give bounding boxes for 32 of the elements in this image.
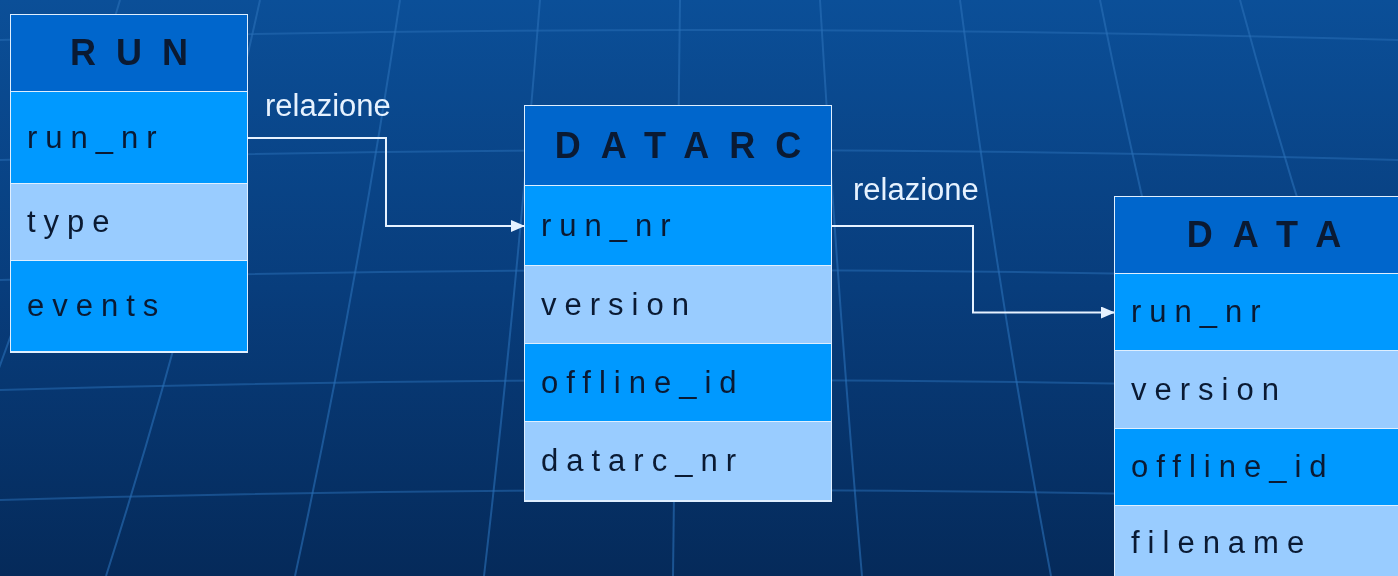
edge-label: relazione — [265, 88, 391, 124]
field-name: run_nr — [27, 119, 165, 156]
field-row — [1115, 274, 1398, 351]
field-name: version — [541, 286, 697, 323]
field-name: type — [27, 204, 118, 240]
field-name: filename — [1131, 525, 1313, 561]
field-name: events — [27, 288, 167, 324]
field-name: datarc_nr — [541, 443, 744, 479]
field-row — [525, 186, 831, 266]
field-row — [1115, 506, 1398, 576]
entity-table — [524, 105, 832, 502]
table-title: DATARC — [554, 124, 822, 167]
field-row — [1115, 351, 1398, 429]
table-title: DATA — [1186, 214, 1362, 256]
field-row — [11, 184, 247, 261]
field-row — [525, 266, 831, 344]
connector-arrow — [246, 137, 525, 232]
edge-label: relazione — [853, 172, 979, 208]
field-name: offline_id — [541, 364, 745, 401]
field-name: offline_id — [1131, 449, 1335, 485]
field-row — [11, 92, 247, 184]
entity-table — [10, 14, 248, 353]
field-row — [525, 422, 831, 501]
entity-table — [1114, 196, 1398, 576]
field-row — [525, 344, 831, 422]
field-row — [1115, 429, 1398, 506]
table-title: RUN — [70, 32, 208, 74]
field-name: version — [1131, 371, 1287, 408]
field-row — [11, 261, 247, 352]
field-name: run_nr — [541, 207, 679, 244]
field-name: run_nr — [1131, 294, 1269, 330]
connector-arrow — [830, 225, 1115, 319]
